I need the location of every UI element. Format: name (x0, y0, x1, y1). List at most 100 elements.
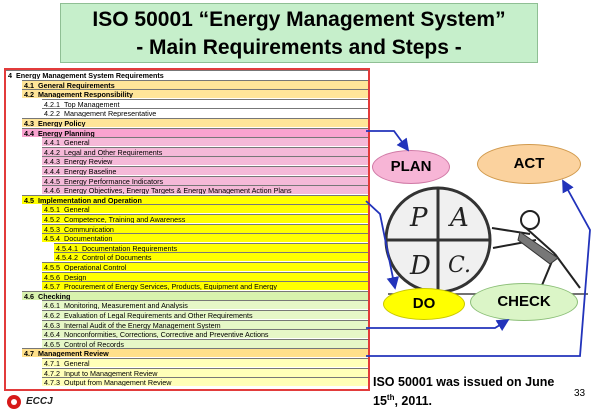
requirement-number: 4.4.3 (44, 157, 60, 166)
requirement-label: Competence, Training and Awareness (64, 215, 186, 223)
requirement-row: 4.7.3 Output from Management Review (42, 377, 368, 387)
requirement-label: Management Review (38, 349, 109, 358)
person-pushing-icon (491, 210, 581, 291)
issued-day: 15 (373, 394, 387, 409)
title-line-1: ISO 50001 “Energy Management System” (92, 8, 506, 31)
requirement-number: 4.6.1 (44, 301, 60, 310)
requirement-row: 4.7 Management Review (22, 348, 368, 358)
requirement-number: 4.4.6 (44, 186, 60, 195)
requirement-label: General Requirements (38, 80, 115, 89)
requirement-row: 4.1 General Requirements (22, 79, 368, 89)
requirement-label: Input to Management Review (64, 368, 158, 377)
requirement-row: 4.7.1 General (42, 358, 368, 367)
requirement-number: 4.5.1 (44, 205, 60, 214)
requirement-number: 4.7.3 (44, 378, 60, 387)
requirement-label: Monitoring, Measurement and Analysis (64, 301, 188, 310)
do-bubble: DO (383, 288, 465, 320)
plan-bubble: PLAN (372, 150, 450, 184)
requirement-label: Design (64, 272, 87, 281)
requirement-number: 4.6 (24, 291, 34, 300)
requirement-number: 4.6.2 (44, 311, 60, 319)
requirement-number: 4.4.5 (44, 176, 60, 185)
logo-text: ECCJ (26, 396, 53, 407)
requirement-number: 4.5.4.2 (56, 253, 78, 262)
requirement-number: 4.4.1 (44, 138, 60, 147)
requirement-number: 4.7.1 (44, 359, 60, 367)
requirement-label: Control of Records (64, 339, 124, 348)
requirement-number: 4.6.3 (44, 320, 60, 329)
issued-sup: th (386, 393, 395, 402)
wheel-letter-a: A (448, 203, 469, 233)
requirement-label: Energy Management System Requirements (16, 71, 164, 79)
requirement-label: Output from Management Review (64, 378, 172, 387)
requirement-label: Legal and Other Requirements (64, 147, 163, 156)
requirement-row: 4.4 Energy Planning (22, 127, 368, 137)
requirement-label: Top Management (64, 99, 120, 108)
requirement-number: 4.3 (24, 119, 34, 127)
requirement-label: Energy Baseline (64, 167, 117, 175)
requirement-number: 4.4.4 (44, 167, 60, 175)
requirement-row: 4.6 Checking (22, 290, 368, 300)
pdca-wheel-illustration: P A D C. (384, 186, 588, 295)
requirement-label: Energy Review (64, 157, 113, 166)
requirement-label: Checking (38, 291, 71, 300)
requirement-number: 4.5.7 (44, 282, 60, 291)
arrow-checking-to-check (366, 319, 510, 332)
wheel-letter-d: D (409, 251, 431, 281)
requirement-number: 4.4 (24, 128, 34, 137)
requirement-label: Implementation and Operation (38, 195, 142, 204)
requirement-label: Energy Performance Indicators (64, 176, 164, 185)
requirement-row: 4.6.1 Monitoring, Measurement and Analysi… (42, 300, 368, 310)
requirement-label: Evaluation of Legal Requirements and Oth… (64, 311, 253, 319)
requirement-row: 4.4.4 Energy Baseline (42, 166, 368, 175)
requirement-number: 4.4.2 (44, 147, 60, 156)
requirement-label: Internal Audit of the Energy Management … (64, 320, 221, 329)
requirement-row: 4.6.3 Internal Audit of the Energy Manage… (42, 319, 368, 329)
requirement-label: General (64, 138, 90, 147)
requirement-number: 4.5.4.1 (56, 243, 78, 252)
eccj-logo-icon (7, 395, 21, 409)
requirement-number: 4.7 (24, 349, 34, 358)
requirement-row: 4.4.5 Energy Performance Indicators (42, 175, 368, 185)
requirement-number: 4.2 (24, 90, 34, 99)
requirement-label: General (64, 359, 90, 367)
requirement-number: 4.5.4 (44, 234, 60, 243)
requirement-number: 4.5 (24, 195, 34, 204)
requirement-label: Control of Documents (81, 253, 152, 262)
wheel-letter-c: C. (448, 253, 471, 278)
requirement-label: Procurement of Energy Services, Products… (64, 282, 277, 291)
requirement-row: 4.5.4 Documentation (42, 233, 368, 243)
requirement-row: 4.5.7 Procurement of Energy Services, Pro… (42, 281, 368, 291)
page-number: 33 (574, 388, 586, 399)
requirement-label: Documentation Requirements (81, 243, 178, 252)
title-line-2: - Main Requirements and Steps - (136, 36, 462, 59)
requirement-label: Operational Control (64, 263, 127, 271)
issued-note: ISO 50001 was issued on June 15th, 2011. (373, 374, 573, 409)
requirement-row: 4.6.2 Evaluation of Legal Requirements an… (42, 310, 368, 319)
requirement-number: 4.1 (24, 80, 34, 89)
requirement-label: Energy Planning (38, 128, 95, 137)
requirement-label: General (64, 205, 90, 214)
check-bubble: CHECK (470, 283, 578, 321)
requirement-label: Nonconformities, Corrections, Corrective… (64, 330, 269, 339)
act-bubble: ACT (477, 144, 581, 184)
requirement-label: Management Responsibility (38, 90, 134, 99)
requirement-label: Documentation (64, 234, 113, 243)
arrow-planning-to-plan (366, 130, 410, 152)
requirement-label: Communication (64, 224, 114, 233)
requirement-number: 4.6.4 (44, 330, 60, 339)
requirement-row: 4.4.1 General (42, 137, 368, 147)
requirement-row: 4.2 Management Responsibility (22, 89, 368, 99)
requirement-number: 4 (8, 71, 12, 79)
issued-line-1: ISO 50001 was issued on June (373, 375, 555, 389)
